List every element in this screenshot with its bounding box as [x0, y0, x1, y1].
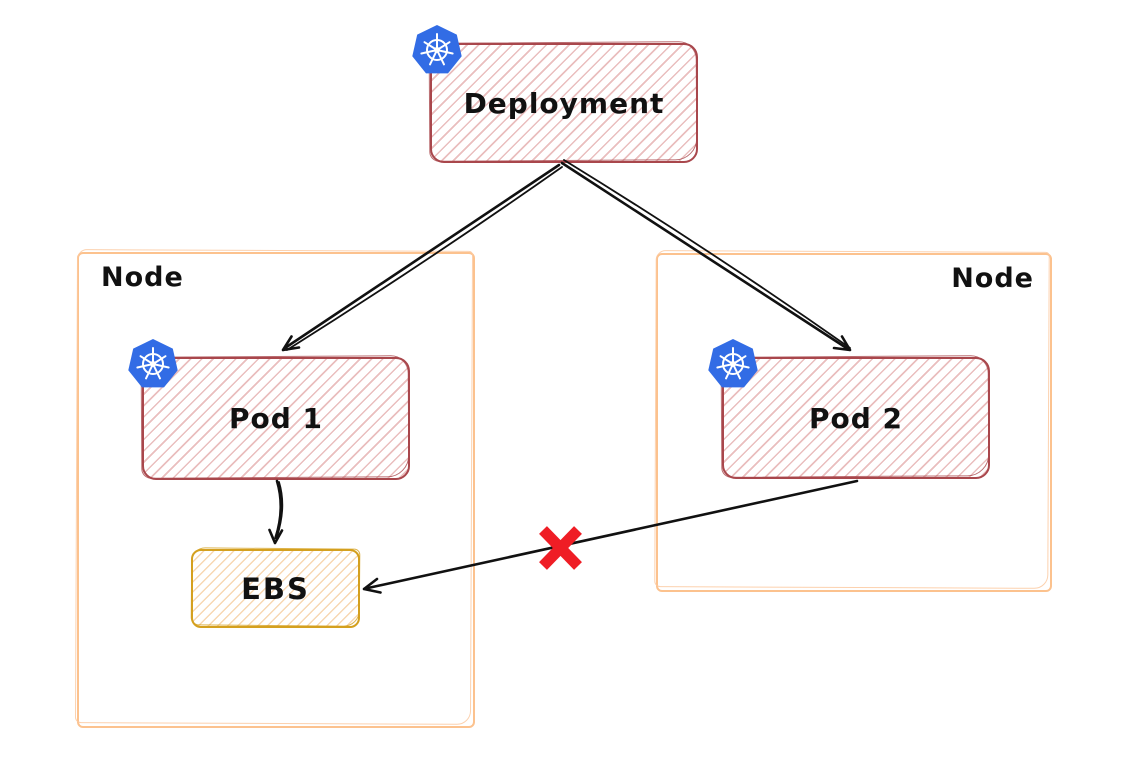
kubernetes-icon	[128, 339, 178, 388]
node-right-container: Node	[656, 253, 1052, 592]
deployment-label: Deployment	[463, 86, 665, 120]
pod1-box: Pod 1	[142, 357, 410, 480]
pod2-label: Pod 2	[808, 401, 904, 435]
kubernetes-icon	[708, 339, 758, 388]
node-right-label: Node	[951, 263, 1034, 294]
ebs-label: EBS	[241, 571, 310, 606]
kubernetes-icon	[412, 25, 462, 74]
ebs-box: EBS	[191, 549, 360, 628]
deployment-box: Deployment	[430, 43, 698, 163]
pod1-label: Pod 1	[228, 402, 324, 435]
node-left-label: Node	[101, 262, 184, 293]
pod2-box: Pod 2	[722, 357, 990, 479]
node-left-container: Node	[77, 252, 475, 728]
blocked-x-icon	[539, 526, 582, 570]
